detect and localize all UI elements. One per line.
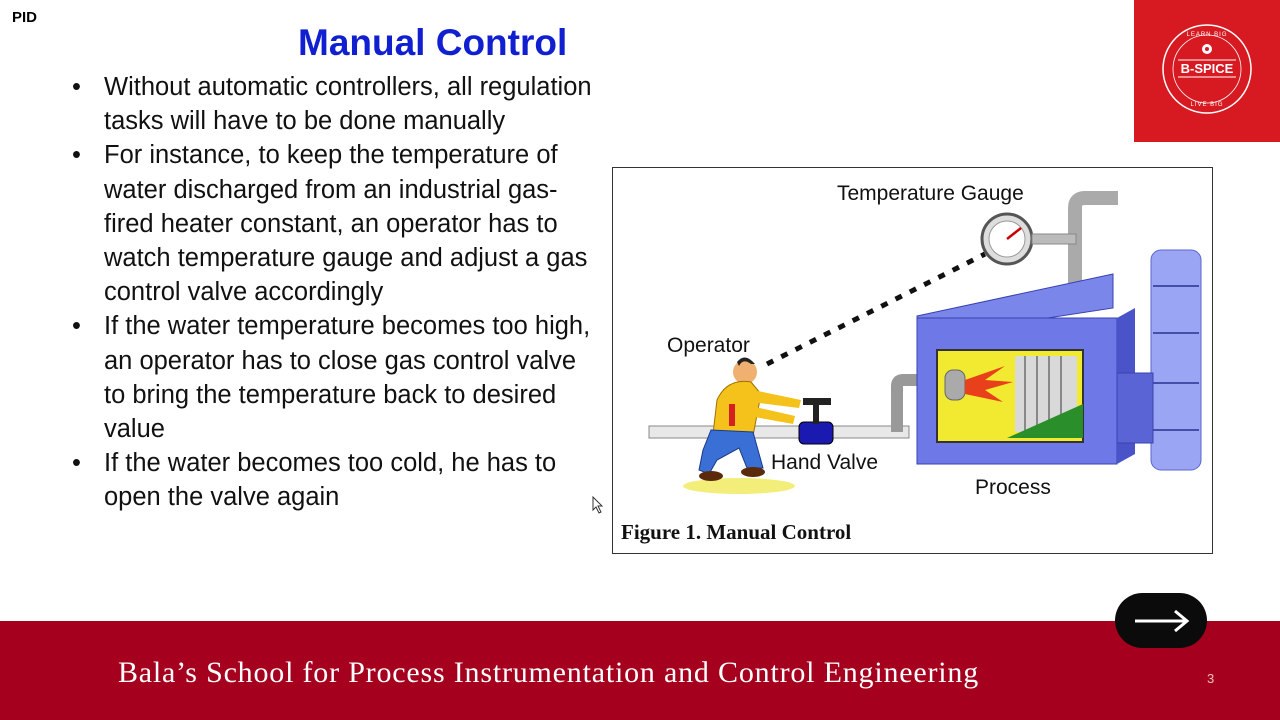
b-spice-logo: B-SPICE LEARN BIG LIVE BIG <box>1134 0 1280 142</box>
mouse-cursor-icon <box>592 496 604 514</box>
bullet-list: Without automatic controllers, all regul… <box>72 70 592 515</box>
heater-process <box>916 273 1154 465</box>
label-process: Process <box>975 476 1051 499</box>
label-operator: Operator <box>667 334 750 357</box>
slide-title: Manual Control <box>298 22 568 63</box>
next-slide-button[interactable] <box>1115 593 1207 648</box>
figure-caption: Figure 1. Manual Control <box>621 520 852 544</box>
logo-name: B-SPICE <box>1181 61 1234 76</box>
bullet-item: For instance, to keep the temperature of… <box>72 138 592 309</box>
manual-control-figure: Temperature Gauge Operator Hand Valve Pr… <box>612 167 1213 554</box>
pipe-elbow <box>891 374 917 432</box>
label-temperature-gauge: Temperature Gauge <box>837 182 1024 205</box>
bullet-item: If the water temperature becomes too hig… <box>72 309 592 446</box>
flame-icon <box>965 366 1013 402</box>
inlet-pipe <box>648 425 910 439</box>
temperature-gauge-icon <box>980 212 1077 266</box>
logo-top-text: LEARN BIG <box>1186 32 1227 38</box>
arrow-right-icon <box>1135 609 1190 633</box>
corner-tag: PID <box>12 9 38 26</box>
footer-school-name: Bala’s School for Process Instrumentatio… <box>118 656 980 689</box>
label-hand-valve: Hand Valve <box>771 451 879 474</box>
top-pipe <box>1068 191 1118 286</box>
exhaust-stack <box>1150 249 1202 471</box>
bullet-item: Without automatic controllers, all regul… <box>72 70 592 138</box>
page-number: 3 <box>1207 671 1215 686</box>
hand-valve-icon <box>798 398 834 445</box>
logo-bottom-text: LIVE BIG <box>1190 102 1223 108</box>
bullet-item: If the water becomes too cold, he has to… <box>72 446 592 514</box>
figure-illustration <box>648 191 1202 494</box>
footer-banner: Bala’s School for Process Instrumentatio… <box>0 621 1280 720</box>
logo-emblem: B-SPICE LEARN BIG LIVE BIG <box>1162 24 1252 114</box>
operator-figure <box>683 357 801 494</box>
gear-icon <box>1202 44 1212 54</box>
